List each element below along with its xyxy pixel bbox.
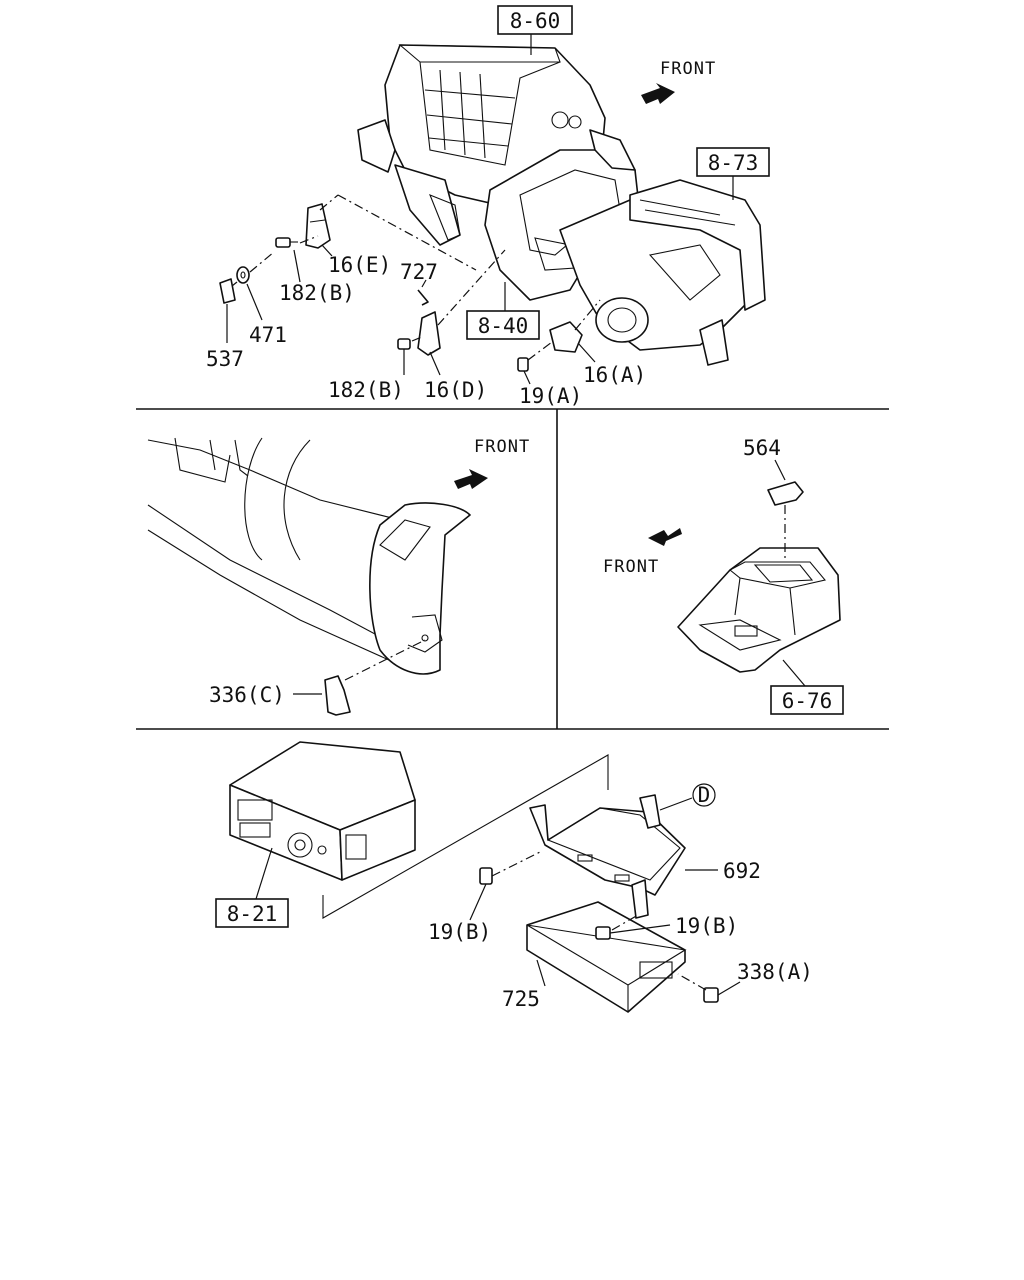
clip-537 [219, 278, 236, 304]
screw-19b-right [595, 926, 611, 940]
callout-182b-upper: 182(B) [279, 281, 355, 305]
ref-box-8-21: 8-21 [215, 898, 289, 928]
front-arrow-top: FRONT [641, 59, 716, 104]
screw-19b-left [479, 867, 493, 885]
callout-564: 564 [743, 436, 781, 460]
radio-bracket-frame [322, 754, 609, 919]
callout-16e: 16(E) [328, 253, 391, 277]
bracket-16e [305, 203, 331, 249]
leader-8-21 [255, 847, 273, 900]
leader-336c-dash [344, 639, 426, 681]
cap-564 [767, 481, 804, 506]
ref-label-8-60: 8-60 [510, 9, 561, 33]
top-panel-leaders [226, 34, 734, 385]
hvac-unit-assembly [357, 44, 766, 366]
callout-16d: 16(D) [424, 378, 487, 402]
callout-d: D [698, 783, 711, 807]
bolt-182b-lower [397, 338, 411, 350]
callout-19a: 19(A) [519, 384, 582, 408]
ref-box-6-76: 6-76 [770, 685, 844, 715]
callout-19b-right: 19(B) [675, 914, 738, 938]
washer-471 [236, 266, 250, 284]
front-arrow-right: FRONT [603, 528, 682, 577]
callout-336c: 336(C) [209, 683, 285, 707]
center-console [677, 547, 841, 673]
front-label-middle: FRONT [474, 437, 530, 457]
ref-box-8-40: 8-40 [466, 310, 540, 340]
leader-564 [774, 459, 786, 481]
ref-label-6-76: 6-76 [782, 689, 833, 713]
dashboard-side-panel [147, 437, 471, 675]
callout-182b-lower: 182(B) [328, 378, 404, 402]
bolt-182b-upper [275, 237, 298, 248]
callout-338a: 338(A) [737, 960, 813, 984]
ref-label-8-73: 8-73 [708, 151, 759, 175]
front-label-top: FRONT [660, 59, 716, 79]
callout-471: 471 [249, 323, 287, 347]
bottom-panel-leaders [469, 783, 741, 996]
screw-19a [517, 357, 529, 372]
callout-16a: 16(A) [583, 363, 646, 387]
pocket-725 [526, 901, 687, 1013]
callout-725: 725 [502, 987, 540, 1011]
screw-338a [703, 987, 719, 1003]
ref-box-8-73: 8-73 [696, 147, 770, 177]
callout-727: 727 [400, 260, 438, 284]
radio-unit [229, 741, 416, 881]
front-label-right: FRONT [603, 557, 659, 577]
bracket-336c [324, 675, 351, 716]
bracket-692 [529, 794, 686, 919]
ref-label-8-40: 8-40 [478, 314, 529, 338]
callout-692: 692 [723, 859, 761, 883]
callout-537: 537 [206, 347, 244, 371]
front-arrow-middle: FRONT [454, 437, 530, 489]
ref-label-8-21: 8-21 [227, 902, 278, 926]
bracket-16d [417, 311, 441, 356]
callout-19b-left: 19(B) [428, 920, 491, 944]
ref-box-8-60: 8-60 [497, 5, 573, 35]
leader-6-76 [782, 659, 806, 687]
clip-727 [417, 289, 429, 306]
